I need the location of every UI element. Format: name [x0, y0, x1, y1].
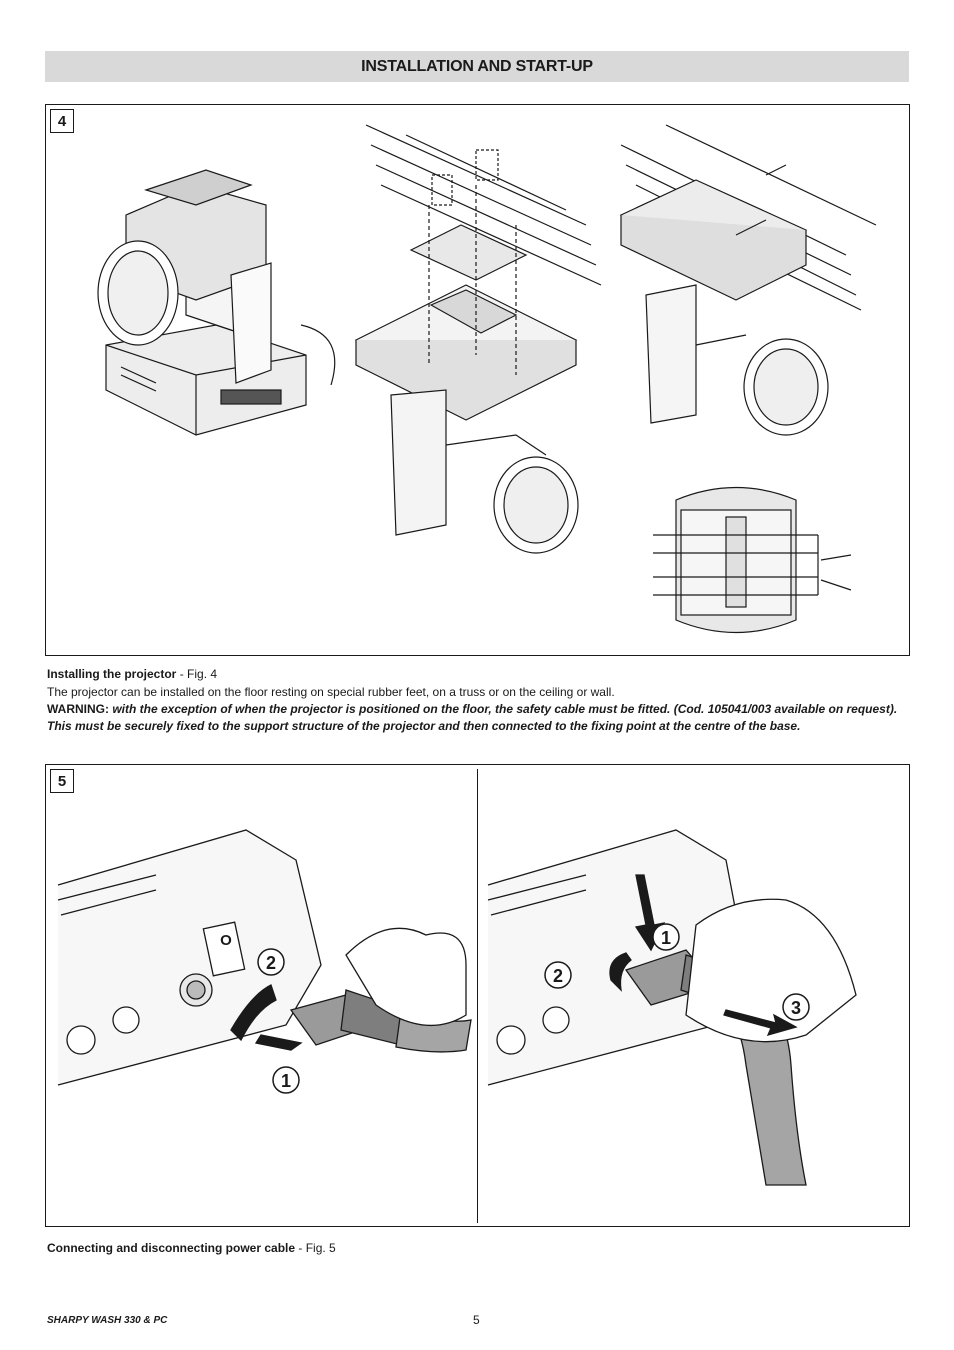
figure-5-caption: Connecting and disconnecting power cable…	[47, 1240, 336, 1257]
warning-label: WARNING:	[47, 702, 109, 716]
projector-floor-drawing	[97, 169, 336, 436]
figure-4-caption: Installing the projector - Fig. 4	[47, 666, 217, 683]
panel-divider	[477, 769, 478, 1223]
footer-product: SHARPY WASH 330 & PC	[47, 1315, 168, 1326]
projector-truss-mounted-drawing	[619, 124, 877, 436]
disconnect-cable-drawing	[487, 829, 857, 1186]
page-number: 5	[473, 1313, 480, 1327]
section-header: INSTALLATION AND START-UP	[45, 51, 909, 82]
figure-number: 4	[50, 109, 74, 133]
figure-number: 5	[50, 769, 74, 793]
connect-cable-drawing	[57, 829, 472, 1086]
section-title: INSTALLATION AND START-UP	[361, 57, 593, 75]
switch-label: O	[220, 932, 232, 949]
warning-text: with the exception of when the projector…	[109, 702, 898, 716]
left-step-label-1: 1	[281, 1071, 291, 1091]
figure-4-paragraph: The projector can be installed on the fl…	[47, 685, 615, 699]
figure-4-illustration	[97, 124, 877, 634]
right-step-label-3: 3	[791, 998, 801, 1018]
figure-4-caption-ref: - Fig. 4	[176, 667, 218, 681]
base-fixing-detail-drawing	[653, 486, 852, 634]
projector-truss-exploded-drawing	[354, 124, 602, 554]
figure-4-warning: WARNING: with the exception of when the …	[47, 701, 917, 718]
figure-4-caption-title: Installing the projector	[47, 667, 177, 681]
figure-5-box: 5	[45, 764, 910, 1227]
figure-5-illustration: 2 1 O 1 2 3	[57, 829, 857, 1186]
figure-5-caption-title: Connecting and disconnecting power cable	[47, 1241, 296, 1255]
figure-4-warning-continued: This must be securely fixed to the suppo…	[47, 719, 801, 733]
left-step-label-2: 2	[266, 953, 276, 973]
right-step-label-1: 1	[661, 928, 671, 948]
figure-4-box: 4	[45, 104, 910, 656]
right-step-label-2: 2	[553, 966, 563, 986]
figure-5-caption-ref: - Fig. 5	[295, 1241, 336, 1255]
